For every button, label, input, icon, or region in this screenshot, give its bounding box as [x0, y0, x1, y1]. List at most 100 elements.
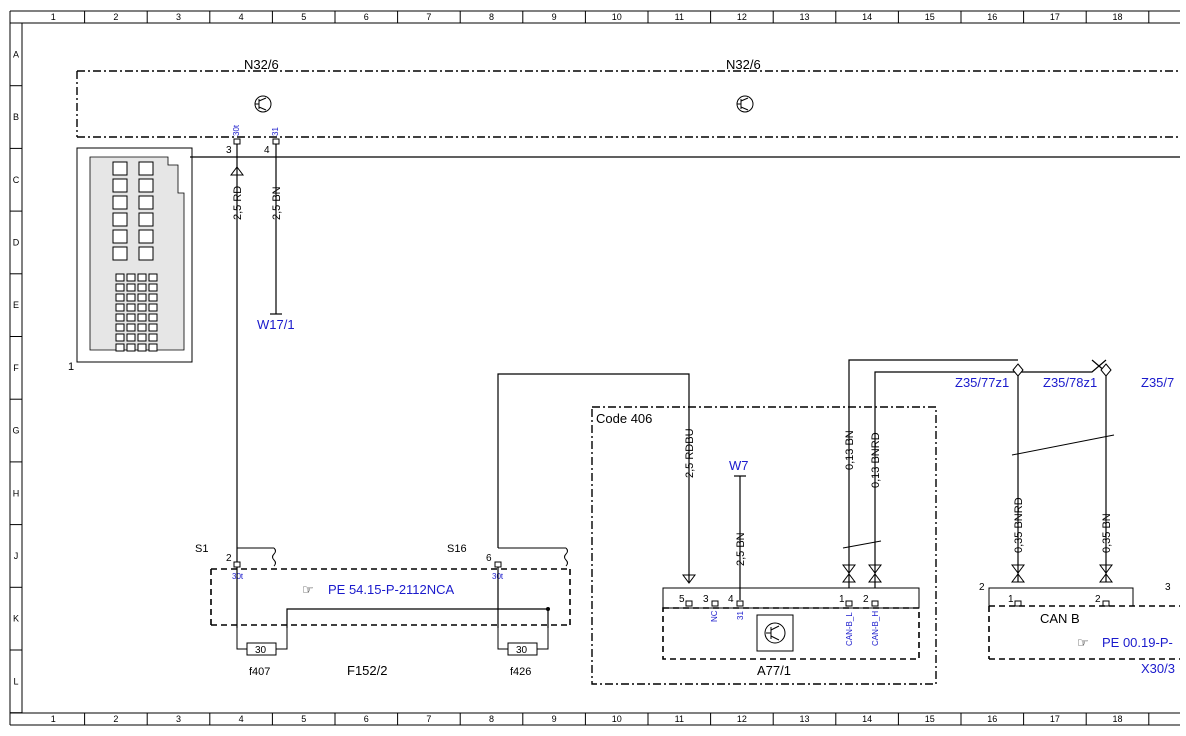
wire-bnrd-035-label: 0,35 BNRD [1013, 497, 1025, 553]
grid-row-label: G [12, 426, 19, 436]
can-wires: 0,13 BN 0,13 BNRD Z35/77z1 Z35/78z1 Z35/… [842, 359, 1174, 588]
a77-label: A77/1 [757, 663, 791, 678]
connector-cell [126, 293, 136, 302]
wire-rd-label: 2,5 RD [232, 186, 244, 220]
wire-bn-w17-label: 2,5 BN [271, 186, 283, 220]
x30-pin-3: 3 [1165, 582, 1171, 593]
grid-column-label: 16 [987, 714, 997, 724]
connector-cell [137, 313, 147, 322]
w17-label[interactable]: W17/1 [257, 317, 295, 332]
connector-cell [137, 293, 147, 302]
grid-column-label: 7 [426, 714, 431, 724]
n32-right-label: N32/6 [726, 57, 761, 72]
connector-cell [115, 303, 125, 312]
connector-cell [126, 343, 136, 352]
grid-column-label: 8 [489, 12, 494, 22]
code-406-region: Code 406 W7 2,5 BN 5 3 4 1 2 NC 31 CAN-B… [591, 406, 937, 685]
a77-pin-2: 2 [863, 594, 869, 605]
n32-left-label: N32/6 [244, 57, 279, 72]
connector-cell [138, 195, 154, 210]
grid-column-label: 17 [1050, 714, 1060, 724]
z35-77-label[interactable]: Z35/77z1 [955, 375, 1009, 390]
connector-cell [126, 333, 136, 342]
grid-column-label: 15 [925, 714, 935, 724]
grid-column-label: 6 [364, 714, 369, 724]
grid-column-label: 14 [862, 12, 872, 22]
grid-column-label: 10 [612, 12, 622, 22]
grid-column-label: 2 [113, 12, 118, 22]
connector-cell [138, 229, 154, 244]
grid-row-label: J [14, 551, 19, 561]
a77-pin-3: 3 [703, 594, 709, 605]
wire-bn-w17: 2,5 BN W17/1 [257, 144, 295, 332]
grid-column-label: 9 [552, 714, 557, 724]
grid-column-label: 1 [51, 714, 56, 724]
grid-column-label: 18 [1112, 12, 1122, 22]
z35-cut-label[interactable]: Z35/7 [1141, 375, 1174, 390]
w7-label[interactable]: W7 [729, 458, 749, 473]
grid-row-label: E [13, 300, 19, 310]
connector-cell [137, 303, 147, 312]
n32-pin-31: 31 [271, 127, 280, 136]
grid-column-label: 8 [489, 714, 494, 724]
grid-column-label: 14 [862, 714, 872, 724]
grid-column-label: 5 [301, 714, 306, 724]
f152-label: F152/2 [347, 663, 387, 678]
grid-column-label: 12 [737, 714, 747, 724]
transistor-icon [756, 614, 794, 652]
grid-column-label: 1 [51, 12, 56, 22]
connector-cell [138, 178, 154, 193]
pe-reference-1[interactable]: PE 54.15-P-2112NCA [328, 582, 455, 597]
connector-cell [137, 273, 147, 282]
a77-pin-nc: NC [710, 610, 719, 622]
grid-column-label: 9 [552, 12, 557, 22]
grid-column-label: 15 [925, 12, 935, 22]
x30-in-2: 2 [1095, 594, 1101, 605]
grid-column-label: 4 [239, 12, 244, 22]
hand-pointer-icon: ☞ [1077, 635, 1089, 650]
connector-cell [115, 313, 125, 322]
connector-cell [115, 283, 125, 292]
connector-cell [126, 323, 136, 332]
n32-pin-4: 4 [264, 145, 270, 156]
grid-row-label: L [13, 676, 18, 686]
fuse-box-f152: S1 2 30t S16 6 30t ☞ PE 54.15-P-2112NCA … [195, 543, 571, 678]
item-1-label: 1 [68, 361, 74, 373]
connector-arrow [842, 564, 856, 583]
pe-reference-2[interactable]: PE 00.19-P- [1102, 635, 1173, 650]
grid-column-label: 7 [426, 12, 431, 22]
grid-column-label: 4 [239, 714, 244, 724]
connector-cell [112, 229, 128, 244]
s1-pin-2: 2 [226, 553, 232, 564]
connector-cell [126, 313, 136, 322]
grid-column-label: 12 [737, 12, 747, 22]
connector-cell [148, 323, 158, 332]
frame [9, 10, 1180, 726]
connector-cell [112, 212, 128, 227]
connector-cell [126, 273, 136, 282]
a77-pin-can-h: CAN-B_H [871, 611, 880, 646]
connector-cell [148, 273, 158, 282]
grid-column-label: 5 [301, 12, 306, 22]
x30-pin-2: 2 [979, 582, 985, 593]
x30-label[interactable]: X30/3 [1141, 661, 1175, 676]
connector-cell [115, 333, 125, 342]
grid-column-label: 6 [364, 12, 369, 22]
connector-cell [148, 293, 158, 302]
s16-label: S16 [447, 543, 467, 555]
connector-cell [112, 195, 128, 210]
f407-label: f407 [249, 666, 270, 678]
grid-column-label: 2 [113, 714, 118, 724]
f426-label: f426 [510, 666, 531, 678]
connector-cell [115, 343, 125, 352]
a77-pin-can-l: CAN-B_L [845, 612, 854, 646]
grid-row-label: H [13, 488, 20, 498]
z35-78-label[interactable]: Z35/78z1 [1043, 375, 1097, 390]
a77-pin-5: 5 [679, 594, 685, 605]
can-b-label: CAN B [1040, 611, 1080, 626]
connector-cell [148, 333, 158, 342]
grid-row-label: F [13, 363, 19, 373]
connector-cell [138, 212, 154, 227]
grid-column-label: 13 [799, 12, 809, 22]
connector-cell [115, 323, 125, 332]
